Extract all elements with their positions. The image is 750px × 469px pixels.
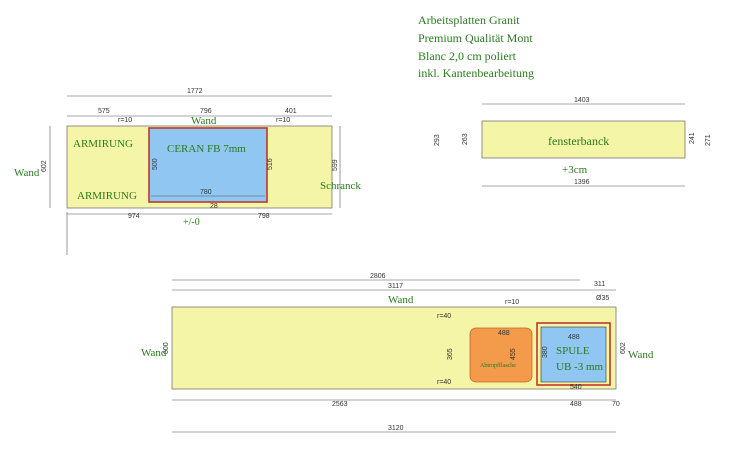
dim-sink-height: 380: [542, 346, 549, 358]
label-wand-top: Wand: [388, 294, 414, 306]
sink-bowl: [540, 326, 607, 383]
label-wand-right: Wand: [628, 349, 654, 361]
notes: Arbeitsplatten Granit Premium Qualität M…: [418, 13, 534, 80]
note-line-3: Blanc 2,0 cm poliert: [418, 49, 517, 63]
dim-drain-height-2: 455: [510, 348, 517, 360]
dim-depth-right: 599: [332, 159, 339, 171]
kitchen-plan: 1772 575 796 401 r=10 r=10 602 599 500 5…: [14, 88, 361, 255]
label-armirung-bottom: ARMIRUNG: [77, 190, 137, 202]
label-wand-left: Wand: [14, 167, 40, 179]
sill-plan: 1403 1396 293 263 241 271 fensterbanck +…: [434, 97, 712, 187]
label-cooktop: CERAN FB 7mm: [167, 143, 246, 155]
dim-right-small: 311: [594, 281, 605, 288]
label-plus-minus: +/-0: [183, 217, 200, 228]
dim-right-depth: 602: [620, 342, 627, 354]
dim-top-outer: 3117: [388, 283, 403, 290]
label-wand-left: Wand: [141, 347, 167, 359]
label-sill: fensterbanck: [548, 134, 609, 148]
label-sill-plus: +3cm: [562, 164, 588, 176]
dim-hob-width: 780: [200, 189, 212, 196]
dim-left: 575: [98, 108, 110, 115]
dim-bottom-right: 798: [258, 213, 270, 220]
label-sink-line-2: UB -3 mm: [556, 361, 604, 373]
label-schranck: Schranck: [320, 180, 361, 192]
dim-depth-left: 602: [41, 160, 48, 172]
dim-sill-top: 1403: [574, 97, 590, 104]
cooktop-cutout: [148, 127, 268, 203]
dim-r10: r=10: [505, 299, 519, 306]
dim-edge: 70: [612, 401, 620, 408]
label-wand-top: Wand: [191, 115, 217, 127]
dim-bottom-left: 2563: [332, 401, 348, 408]
note-line-1: Arbeitsplatten Granit: [418, 13, 520, 27]
dim-sill-left-outer: 293: [434, 134, 441, 146]
note-line-2: Premium Qualität Mont: [418, 31, 533, 45]
dim-top-inner: 2806: [370, 273, 386, 280]
dim-hole: Ø35: [596, 295, 609, 302]
label-drainer: Abtropfflasche: [480, 362, 516, 369]
dim-sill-right-outer: 271: [705, 134, 712, 146]
dim-mid: 796: [200, 108, 212, 115]
dim-overall: 1772: [187, 88, 203, 95]
drainer-area: [469, 327, 533, 383]
dim-sink-bottom: 540: [570, 384, 582, 391]
sink-run-plan: 2806 3117 311 r=10 Ø35 r=40 r=40 488 488…: [141, 273, 654, 433]
dim-r40-bottom: r=40: [437, 379, 451, 386]
dim-hob-height: 500: [152, 158, 159, 170]
note-line-4: inkl. Kantenbearbeitung: [418, 66, 534, 80]
dim-radius-left: r=10: [118, 117, 132, 124]
label-sink-line-1: SPULE: [556, 345, 590, 357]
sill-top: [481, 120, 686, 159]
dim-drain-height: 365: [447, 348, 454, 360]
dim-small: 28: [210, 203, 218, 210]
dim-radius-right: r=10: [276, 117, 290, 124]
label-armirung-top: ARMIRUNG: [73, 138, 133, 150]
dim-hob-height-2: 516: [267, 158, 274, 170]
dim-sink-width: 488: [568, 334, 580, 341]
dim-left-depth: 600: [163, 342, 170, 354]
dim-sill-bottom: 1396: [574, 179, 590, 186]
dim-right: 401: [285, 108, 297, 115]
dim-drain-width: 488: [498, 330, 510, 337]
dim-bottom-right: 488: [570, 401, 582, 408]
dim-sill-right-inner: 241: [689, 132, 696, 144]
dim-bottom-left: 974: [128, 213, 140, 220]
dim-r40-top: r=40: [437, 313, 451, 320]
sink-outline: [536, 322, 611, 386]
dim-overall: 3120: [388, 425, 404, 432]
dim-sill-left-inner: 263: [462, 133, 469, 145]
